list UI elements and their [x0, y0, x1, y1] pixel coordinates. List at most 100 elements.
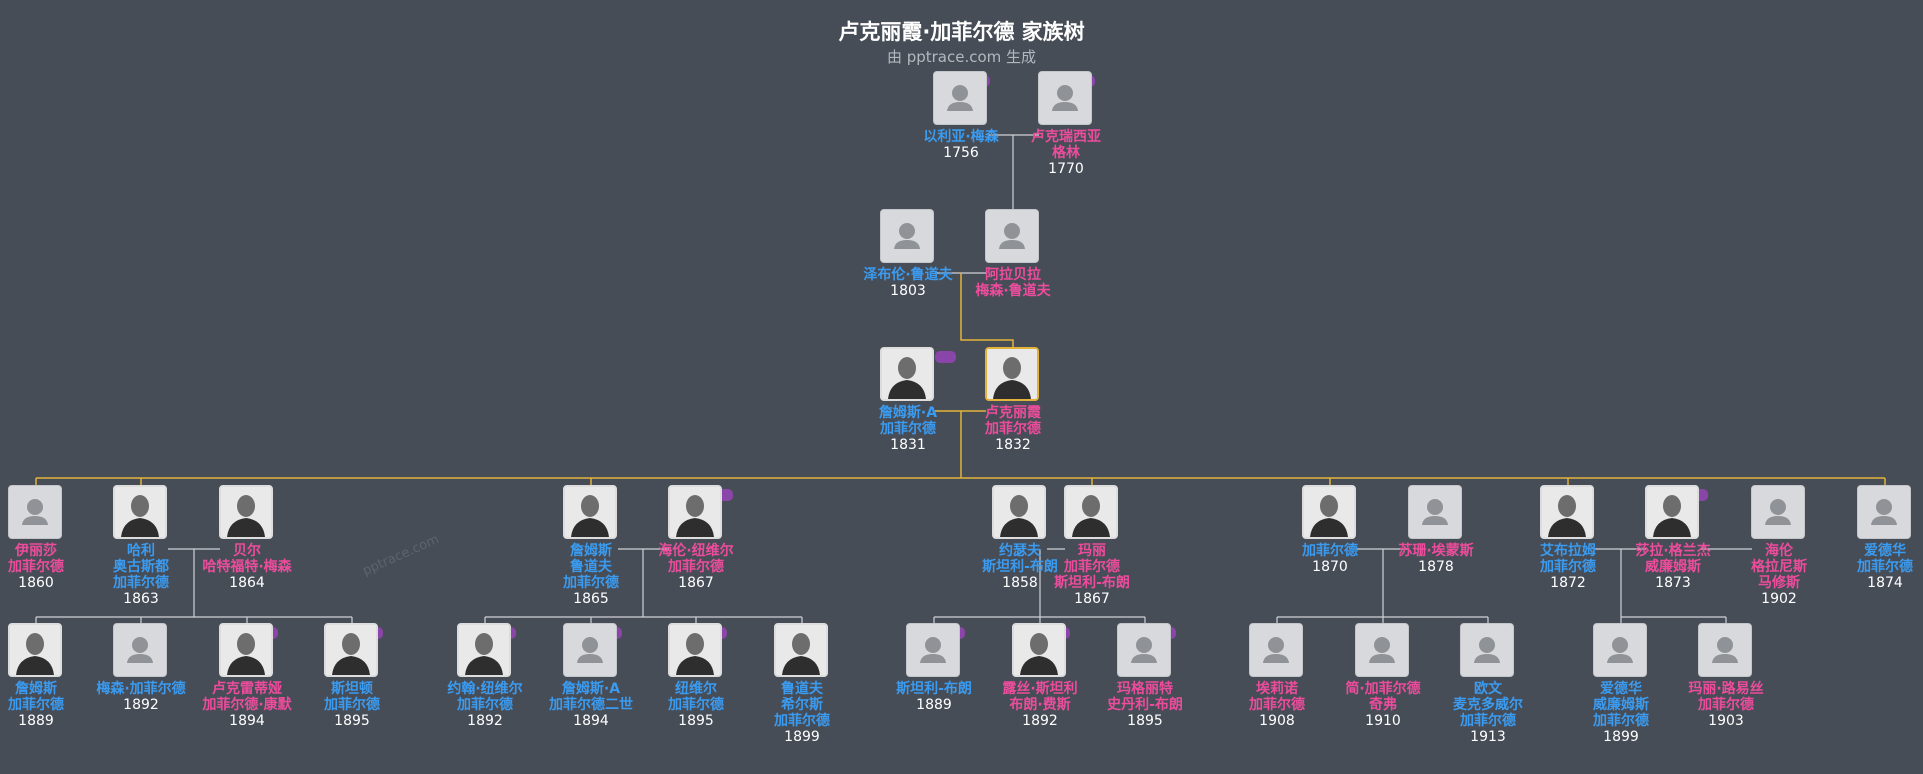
person-name-line: 斯坦顿 [331, 681, 373, 697]
person-name-line: 哈特福特·梅森 [202, 559, 292, 575]
default-avatar-icon[interactable] [1857, 485, 1911, 539]
portrait-photo[interactable] [219, 485, 273, 539]
portrait-photo[interactable] [1302, 485, 1356, 539]
birth-year: 1874 [1867, 575, 1903, 591]
default-avatar-icon[interactable] [1751, 485, 1805, 539]
default-avatar-icon[interactable] [563, 623, 617, 677]
person-name-line: 希尔斯 [781, 697, 823, 713]
person-name-line: 加菲尔德 [8, 697, 64, 713]
person-name-line: 贝尔 [233, 543, 261, 559]
person-name-line: 泽布伦·鲁道夫 [863, 267, 953, 283]
page-title: 卢克丽霞·加菲尔德 家族树 [838, 20, 1085, 44]
person-name-line: 加菲尔德 [668, 559, 724, 575]
person-name-line: 欧文 [1474, 681, 1502, 697]
default-avatar-icon[interactable] [113, 623, 167, 677]
birth-year: 1803 [890, 283, 926, 299]
default-avatar-icon[interactable] [933, 71, 987, 125]
portrait-photo[interactable] [668, 485, 722, 539]
birth-year: 1860 [18, 575, 54, 591]
portrait-photo[interactable] [113, 485, 167, 539]
person-name-line: 詹姆斯·A [561, 681, 621, 697]
birth-year: 1872 [1550, 575, 1586, 591]
portrait-photo[interactable] [985, 347, 1039, 401]
portrait-photo[interactable] [992, 485, 1046, 539]
default-avatar-icon[interactable] [1698, 623, 1752, 677]
person-name-line: 加菲尔德 [1593, 713, 1649, 729]
person-name-line: 爱德华 [1600, 681, 1642, 697]
person-name-line: 纽维尔 [675, 681, 717, 697]
person-name-line: 詹姆斯 [570, 543, 612, 559]
portrait-photo[interactable] [324, 623, 378, 677]
person-name-line: 马修斯 [1758, 575, 1800, 591]
person-name-line: 以利亚·梅森 [923, 129, 999, 145]
default-avatar-icon[interactable] [1593, 623, 1647, 677]
person-name-line: 加菲尔德 [1460, 713, 1516, 729]
portrait-photo[interactable] [563, 485, 617, 539]
person-name-line: 加菲尔德 [563, 575, 619, 591]
portrait-photo[interactable] [774, 623, 828, 677]
default-avatar-icon[interactable] [880, 209, 934, 263]
person-name-line: 斯坦利-布朗 [896, 681, 972, 697]
birth-year: 1899 [1603, 729, 1639, 745]
default-avatar-icon[interactable] [8, 485, 62, 539]
default-avatar-icon[interactable] [1249, 623, 1303, 677]
person-name-line: 威廉姆斯 [1645, 559, 1701, 575]
portrait-photo[interactable] [1645, 485, 1699, 539]
person-name-line: 麦克多威尔 [1453, 697, 1523, 713]
birth-year: 1895 [678, 713, 714, 729]
default-avatar-icon[interactable] [1408, 485, 1462, 539]
default-avatar-icon[interactable] [985, 209, 1039, 263]
portrait-photo[interactable] [1012, 623, 1066, 677]
person-name-line: 加菲尔德 [1540, 559, 1596, 575]
portrait-photo[interactable] [219, 623, 273, 677]
person-name-line: 鲁道夫 [781, 681, 823, 697]
portrait-photo[interactable] [8, 623, 62, 677]
birth-year: 1899 [784, 729, 820, 745]
default-avatar-icon[interactable] [906, 623, 960, 677]
default-avatar-icon[interactable] [1460, 623, 1514, 677]
person-name-line: 奥古斯都 [113, 559, 169, 575]
person-name-line: 格拉尼斯 [1751, 559, 1807, 575]
birth-year: 1892 [467, 713, 503, 729]
person-name-line: 海伦 [1765, 543, 1793, 559]
default-avatar-icon[interactable] [1038, 71, 1092, 125]
expand-spouse-toggle[interactable] [935, 351, 956, 363]
person-name-line: 哈利 [127, 543, 155, 559]
person-name-line: 加菲尔德 [1249, 697, 1305, 713]
portrait-photo[interactable] [457, 623, 511, 677]
default-avatar-icon[interactable] [1355, 623, 1409, 677]
person-name-line: 露丝·斯坦利 [1002, 681, 1078, 697]
person-name-line: 布朗·费斯 [1009, 697, 1071, 713]
birth-year: 1770 [1048, 161, 1084, 177]
portrait-photo[interactable] [1064, 485, 1118, 539]
person-name-line: 斯坦利-布朗 [1054, 575, 1130, 591]
default-avatar-icon[interactable] [1117, 623, 1171, 677]
portrait-photo[interactable] [1540, 485, 1594, 539]
person-name-line: 加菲尔德 [1857, 559, 1913, 575]
birth-year: 1895 [334, 713, 370, 729]
portrait-photo[interactable] [880, 347, 934, 401]
person-name-line: 加菲尔德 [880, 421, 936, 437]
birth-year: 1831 [890, 437, 926, 453]
portrait-photo[interactable] [668, 623, 722, 677]
person-name-line: 斯坦利-布朗 [982, 559, 1058, 575]
